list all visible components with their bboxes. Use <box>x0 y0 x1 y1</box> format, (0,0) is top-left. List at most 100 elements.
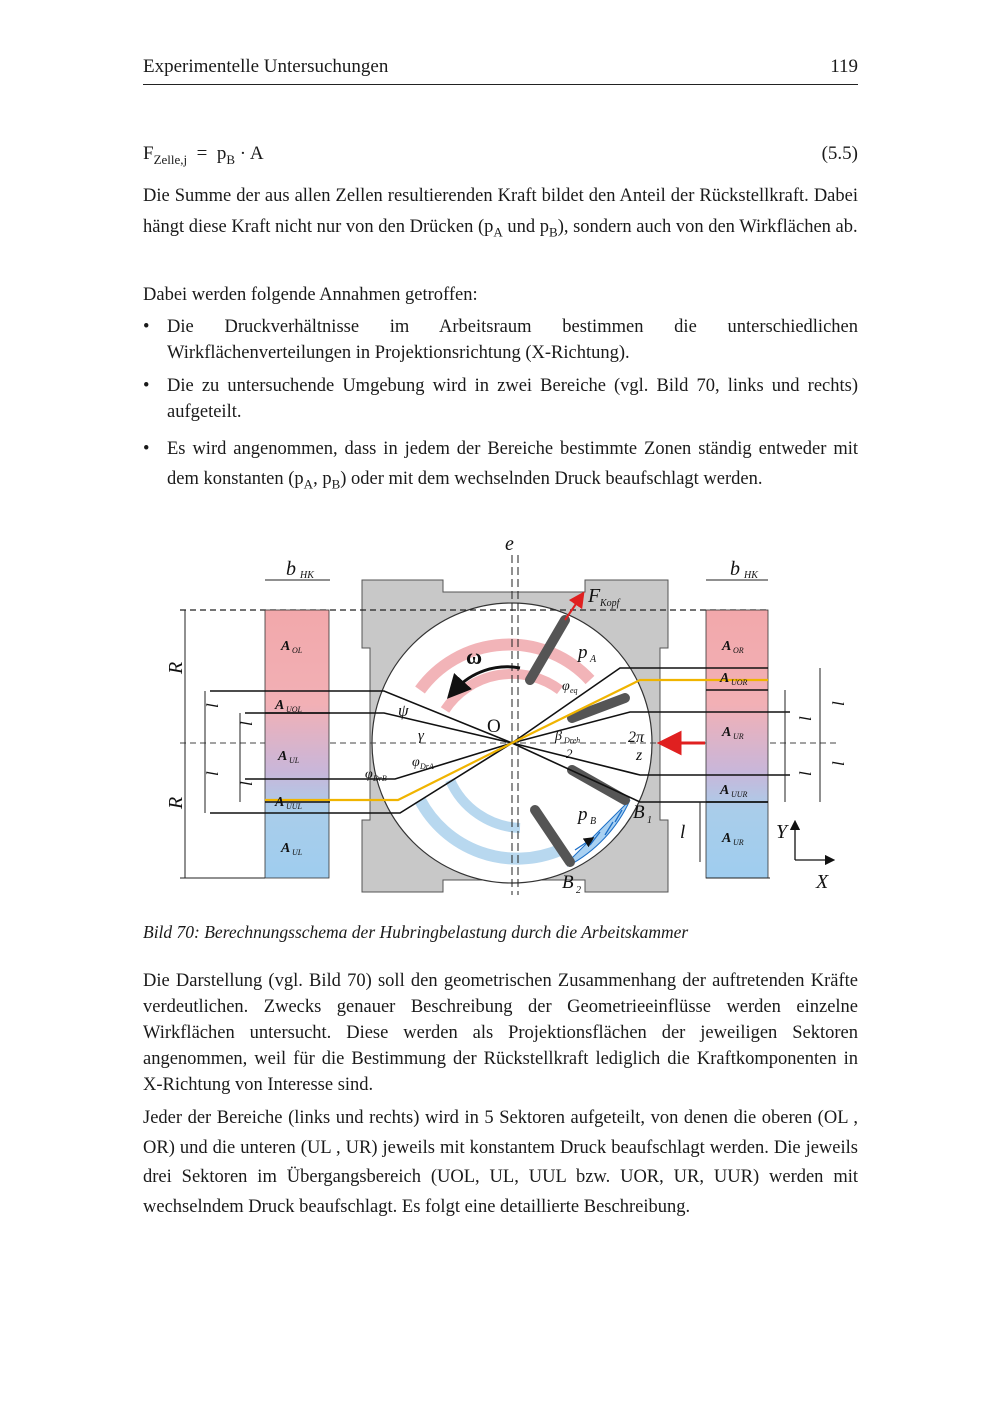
paragraph-2: Dabei werden folgende Annahmen getroffen… <box>143 285 478 305</box>
label-z: z <box>635 747 643 764</box>
p1-pa-sub: A <box>493 224 503 240</box>
b3-pb: p <box>322 469 332 489</box>
paragraph-4: Jeder der Bereiche (links und rechts) wi… <box>143 1108 858 1217</box>
label-aur2: A <box>721 831 731 846</box>
label-lor: l <box>829 701 848 706</box>
pressure-arc-b-inner <box>445 777 521 833</box>
paragraph-1: Die Summe der aus allen Zellen resultier… <box>143 181 858 248</box>
label-auor-sub: UOR <box>731 678 748 687</box>
p1-text-b: ), sondern auch von den Wirkflächen ab. <box>557 216 858 237</box>
label-two: 2 <box>566 746 573 761</box>
label-two-pi: 2π <box>628 729 645 746</box>
label-luur: l <box>796 771 815 776</box>
label-auul: A <box>274 795 284 810</box>
figure-caption: Bild 70: Berechnungsschema der Hubringbe… <box>143 922 689 942</box>
b3-pa: p <box>294 469 304 489</box>
label-phi-drb: φ <box>365 767 373 782</box>
yellow-line-left <box>265 742 513 802</box>
pressure-arc-a-outer <box>415 638 595 694</box>
bullet-1-text: Die Druckverhältnisse im Arbeitsraum bes… <box>167 317 858 363</box>
b3-text-a: Es wird angenommen, dass in jedem der Be… <box>167 439 858 489</box>
label-auol: A <box>274 698 284 713</box>
label-lul: l <box>203 771 222 776</box>
label-b2-sub: 2 <box>576 885 581 896</box>
b3-sep: , <box>313 469 323 489</box>
label-l: l <box>680 822 685 843</box>
yellow-line-right <box>511 678 768 744</box>
label-aur2-sub: UR <box>733 838 744 847</box>
bullet-dot: • <box>143 439 150 459</box>
label-fkopf-sub: Kopf <box>599 598 621 609</box>
bullet-3-text: Es wird angenommen, dass in jedem der Be… <box>167 434 858 500</box>
label-aur: A <box>721 725 731 740</box>
pressure-arrows <box>574 809 623 851</box>
label-auur-sub: UUR <box>731 790 748 799</box>
label-aur-sub: UR <box>733 732 744 741</box>
bullet-dot: • <box>143 376 150 396</box>
label-e: e <box>505 533 514 555</box>
label-gamma: γ <box>418 728 425 744</box>
label-auor: A <box>719 671 729 686</box>
label-phi-dra-sub: DrA <box>419 762 434 771</box>
bullet-1: • Die Druckverhältnisse im Arbeitsraum b… <box>143 314 858 366</box>
label-pa: p <box>576 642 588 663</box>
label-X: X <box>815 871 829 893</box>
label-R-bottom: R <box>165 797 187 810</box>
label-auol-sub: UOL <box>286 705 303 714</box>
p1-pb: p <box>539 216 550 237</box>
eq-rhs1-sub: B <box>226 151 236 167</box>
label-aol-sub: OL <box>292 646 303 655</box>
label-psi: ψ <box>398 701 409 720</box>
p1-pa: p <box>484 216 494 237</box>
vane-right-upper <box>567 693 630 723</box>
figure-70-diagram: e b HK b HK F Kopf p A p B ω O R R A OL … <box>165 533 848 896</box>
label-O: O <box>487 716 501 737</box>
label-bhk-right-sub: HK <box>743 570 759 581</box>
label-luor: l <box>796 716 815 721</box>
b3-pa-sub: A <box>303 476 314 492</box>
label-beta-sub: Dreh <box>563 736 580 745</box>
equation-number: (5.5) <box>821 143 858 164</box>
label-pb-sub: B <box>590 816 596 827</box>
eq-lhs: F <box>143 143 154 164</box>
rotation-arrow <box>446 665 521 699</box>
vane-bottom <box>530 805 575 867</box>
label-b1: B <box>633 802 645 823</box>
eq-lhs-sub: Zelle,j <box>153 151 188 167</box>
label-omega: ω <box>466 644 482 669</box>
external-force-arrow <box>656 730 705 756</box>
label-bhk-left-sub: HK <box>299 570 315 581</box>
p1-mid: und <box>502 216 540 237</box>
label-luul: l <box>237 781 256 786</box>
left-strip <box>264 609 330 879</box>
bullet-3: • Es wird angenommen, dass in jedem der … <box>143 434 858 500</box>
b3-pb-sub: B <box>331 476 341 492</box>
label-phi-dra: φ <box>412 755 420 770</box>
equation-5-5: FZelle,j = pB · A (5.5) <box>143 143 858 167</box>
label-lur: l <box>829 761 848 766</box>
label-bhk-right: b <box>730 558 740 580</box>
dimension-lines <box>180 579 821 879</box>
p1-pb-sub: B <box>549 224 558 240</box>
bullet-dot: • <box>143 317 150 337</box>
paragraph-3: Die Darstellung (vgl. Bild 70) soll den … <box>143 971 858 1095</box>
label-lol: l <box>203 703 222 708</box>
label-aul-sub: UL <box>289 756 300 765</box>
header-title: Experimentelle Untersuchungen <box>143 56 389 77</box>
label-pa-sub: A <box>589 654 597 665</box>
label-aor-sub: OR <box>733 646 744 655</box>
label-phi-eq: φ <box>562 679 570 694</box>
page-number: 119 <box>830 56 858 77</box>
force-head-arrow <box>564 591 585 621</box>
eq-rhs2: · A <box>239 143 264 164</box>
label-aul2-sub: UL <box>292 848 303 857</box>
label-fkopf: F <box>587 585 601 607</box>
p1-text-a: Die Summe der aus allen Zellen resultier… <box>143 186 858 237</box>
label-auul-sub: UUL <box>286 802 303 811</box>
label-aul: A <box>277 749 287 764</box>
vane-top <box>525 615 570 685</box>
label-aor: A <box>721 639 731 654</box>
label-R-top: R <box>165 662 187 675</box>
bullet-2-text: Die zu untersuchende Umgebung wird in zw… <box>167 376 858 422</box>
label-aol: A <box>280 639 290 654</box>
